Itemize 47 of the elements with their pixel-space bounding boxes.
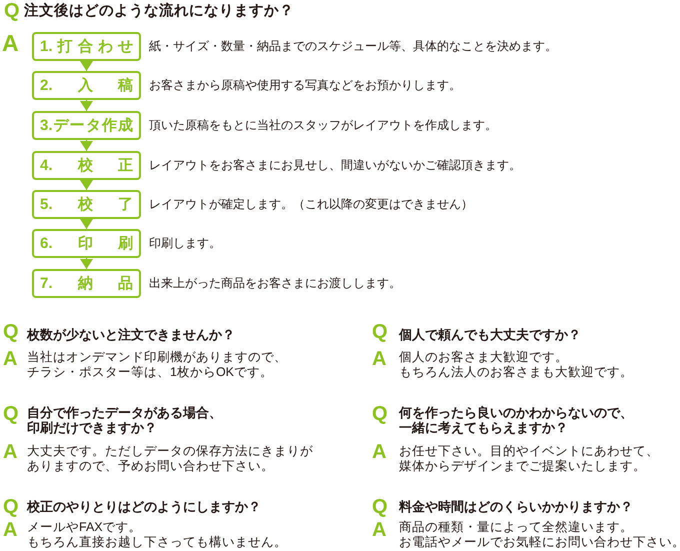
arrow — [80, 140, 93, 152]
step-box: 4.校正 — [32, 151, 141, 180]
question-text: 何を作ったら良いのかわからないので、一緒に考えてもらえますか？ — [399, 405, 634, 435]
question-text: 注文後はどのような流れになりますか？ — [24, 2, 294, 20]
question-text: 校正のやりとりはどのようにしますか？ — [27, 499, 261, 514]
question-text: 料金や時間はどのくらいかかりますか？ — [399, 499, 633, 514]
step-description: レイアウトが確定します。（これ以降の変更はできません） — [149, 196, 473, 213]
question-text: 枚数が少ないと注文できませんか？ — [27, 327, 235, 342]
step-box: 7.納品 — [32, 269, 141, 298]
arrow — [80, 180, 93, 190]
arrow — [80, 60, 93, 72]
step-description: 紙・サイズ・数量・納品までのスケジュール等、具体的なことを決めます。 — [149, 38, 557, 55]
answer-text: 個人のお客さま大歓迎です。もちろん法人のお客さまも大歓迎です。 — [399, 350, 633, 380]
question-text: 個人で頼んでも大丈夫ですか？ — [399, 327, 581, 342]
answer-text: 商品の種類・量によって全然違います。お電話やメールでお気軽にお問い合わせ下さい。 — [399, 520, 680, 550]
arrow — [80, 100, 93, 112]
step-description: 頂いた原稿をもとに当社のスタッフがレイアウトを作成します。 — [149, 117, 497, 134]
step-description: お客さまから原稿や使用する写真などをお預かりします。 — [149, 77, 461, 94]
question-letter: Q — [4, 1, 20, 21]
step-box: 5.校了 — [32, 190, 141, 219]
answer-text: お任せ下さい。目的やイベントにあわせて、媒体からデザインまでご提案いたします。 — [399, 444, 660, 474]
answer-text: メールやFAXです。もちろん直接お越し下さっても構いません。 — [27, 520, 287, 550]
question-letter: Q — [372, 322, 388, 342]
question-letter: Q — [372, 497, 388, 517]
question-letter: Q — [372, 404, 388, 424]
question-letter: Q — [3, 404, 19, 424]
step-box: 6.印刷 — [32, 229, 141, 258]
answer-letter: A — [372, 442, 386, 462]
step-box: 3.データ作成 — [32, 111, 141, 140]
answer-letter: A — [3, 520, 18, 540]
answer-letter: A — [372, 520, 386, 540]
arrow — [80, 258, 93, 270]
step-description: 印刷します。 — [149, 235, 221, 252]
question-letter: Q — [3, 322, 19, 342]
answer-letter: A — [372, 349, 386, 369]
answer-letter: A — [2, 32, 19, 55]
step-description: 出来上がった商品をお客さまにお渡しします。 — [149, 275, 401, 292]
answer-text: 大丈夫です。ただしデータの保存方法にきまりがありますので、予めお問い合わせ下さい。 — [27, 444, 314, 474]
answer-letter: A — [3, 349, 18, 369]
question-text: 自分で作ったデータがある場合、印刷だけできますか？ — [27, 405, 223, 435]
step-box: 1.打合わせ — [32, 32, 141, 61]
answer-text: 当社はオンデマンド印刷機がありますので、チラシ・ポスター等は、1枚からOKです。 — [27, 350, 288, 380]
step-box: 2.入稿 — [32, 71, 141, 100]
step-description: レイアウトをお客さまにお見せし、間違いがないかご確認頂きます。 — [149, 157, 521, 174]
answer-letter: A — [3, 442, 18, 462]
question-letter: Q — [3, 497, 19, 517]
arrow — [80, 218, 93, 230]
